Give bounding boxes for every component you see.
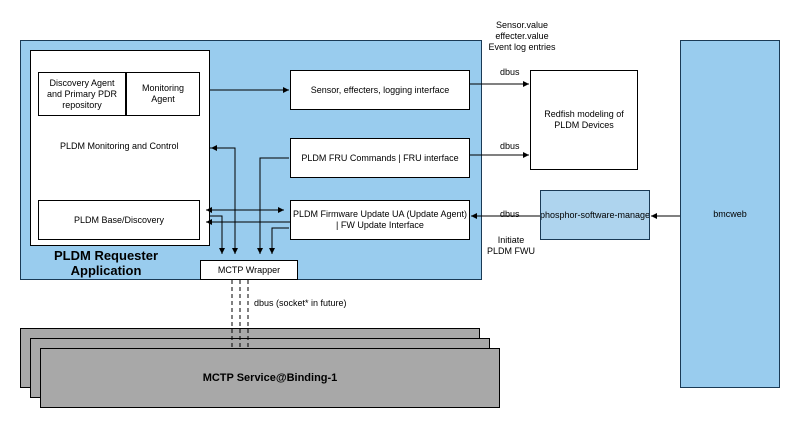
dbus-label-fwu: dbus — [500, 209, 520, 219]
arrow-base-to-wrapper — [210, 215, 225, 254]
dbus-label-sensor: dbus — [500, 67, 520, 77]
fw-update-interface-box: PLDM Firmware Update UA (Update Agent) |… — [290, 200, 470, 240]
mctp-wrapper-box: MCTP Wrapper — [200, 260, 298, 280]
bmcweb-box: bmcweb — [680, 40, 780, 388]
sensor-interface-box: Sensor, effecters, logging interface — [290, 70, 470, 110]
initiate-fwu-label: Initiate PLDM FWU — [487, 235, 535, 256]
monitoring-control-label: PLDM Monitoring and Control — [60, 141, 179, 151]
arrow-fwu-to-wrapper — [269, 227, 289, 254]
discovery-agent-box: Discovery Agent and Primary PDR reposito… — [38, 72, 126, 116]
mctp-service-box: MCTP Service@Binding-1 — [40, 348, 500, 408]
phosphor-software-manager-box: phosphor-software-manage — [540, 190, 650, 240]
dbus-socket-label: dbus (socket* in future) — [254, 298, 347, 308]
arrow-fru-to-wrapper — [257, 157, 289, 254]
base-discovery-box: PLDM Base/Discovery — [38, 200, 200, 240]
redfish-box: Redfish modeling of PLDM Devices — [530, 70, 638, 170]
monitoring-agent-box: Monitoring Agent — [126, 72, 200, 116]
fru-interface-box: PLDM FRU Commands | FRU interface — [290, 138, 470, 178]
sensor-values-label: Sensor.value effecter.value Event log en… — [488, 20, 556, 52]
dbus-label-fru: dbus — [500, 141, 520, 151]
requester-app-title: PLDM Requester Application — [54, 248, 159, 278]
